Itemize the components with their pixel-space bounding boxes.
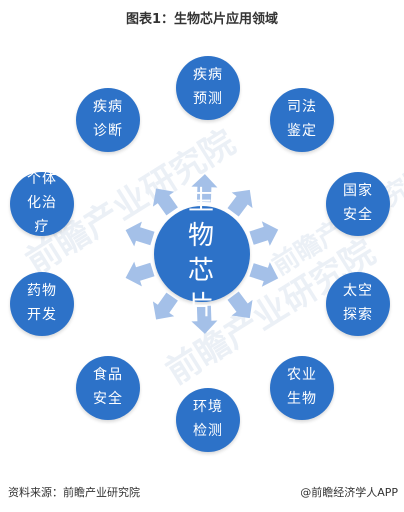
arrow-icon [191,174,218,203]
node-label: 环境检测 [193,399,223,439]
node-label: 食品安全 [93,367,123,407]
arrow-icon [249,262,279,287]
node-label: 太空探索 [343,283,373,323]
node-agricultural-biology: 农业生物 [270,356,334,420]
arrow-icon [152,188,178,216]
node-label: 个体化治疗 [27,171,57,235]
node-space-exploration: 太空探索 [326,272,390,336]
node-label: 农业生物 [287,367,317,407]
chart-title: 图表1：生物芯片应用领域 [125,12,279,27]
center-node: 生物芯片 [154,186,250,321]
center-node-label: 生物芯片 [187,185,216,322]
node-personalized-treatment: 个体化治疗 [10,171,74,236]
arrow-icon [227,189,253,217]
arrow-icon [152,292,178,320]
node-drug-development: 药物开发 [10,272,74,336]
node-label: 疾病预测 [193,67,223,107]
node-label: 疾病诊断 [93,99,123,139]
brand-note: @前瞻经济学人APP [300,486,398,499]
node-disease-diagnosis: 疾病诊断 [76,88,140,152]
source-note: 资料来源：前瞻产业研究院 [8,486,140,499]
node-food-safety: 食品安全 [76,356,140,420]
node-label: 国家安全 [343,183,373,223]
node-environmental-monitoring: 环境检测 [176,388,240,452]
arrow-icon [227,291,253,319]
arrow-icon [125,261,155,287]
arrow-icon [249,221,279,246]
arrow-icon [191,305,218,334]
node-disease-prediction: 疾病预测 [176,56,240,120]
node-national-security: 国家安全 [326,172,390,236]
node-forensic-identification: 司法鉴定 [270,88,334,152]
arrow-icon [125,221,155,247]
node-label: 司法鉴定 [287,99,317,139]
node-label: 药物开发 [27,283,57,323]
